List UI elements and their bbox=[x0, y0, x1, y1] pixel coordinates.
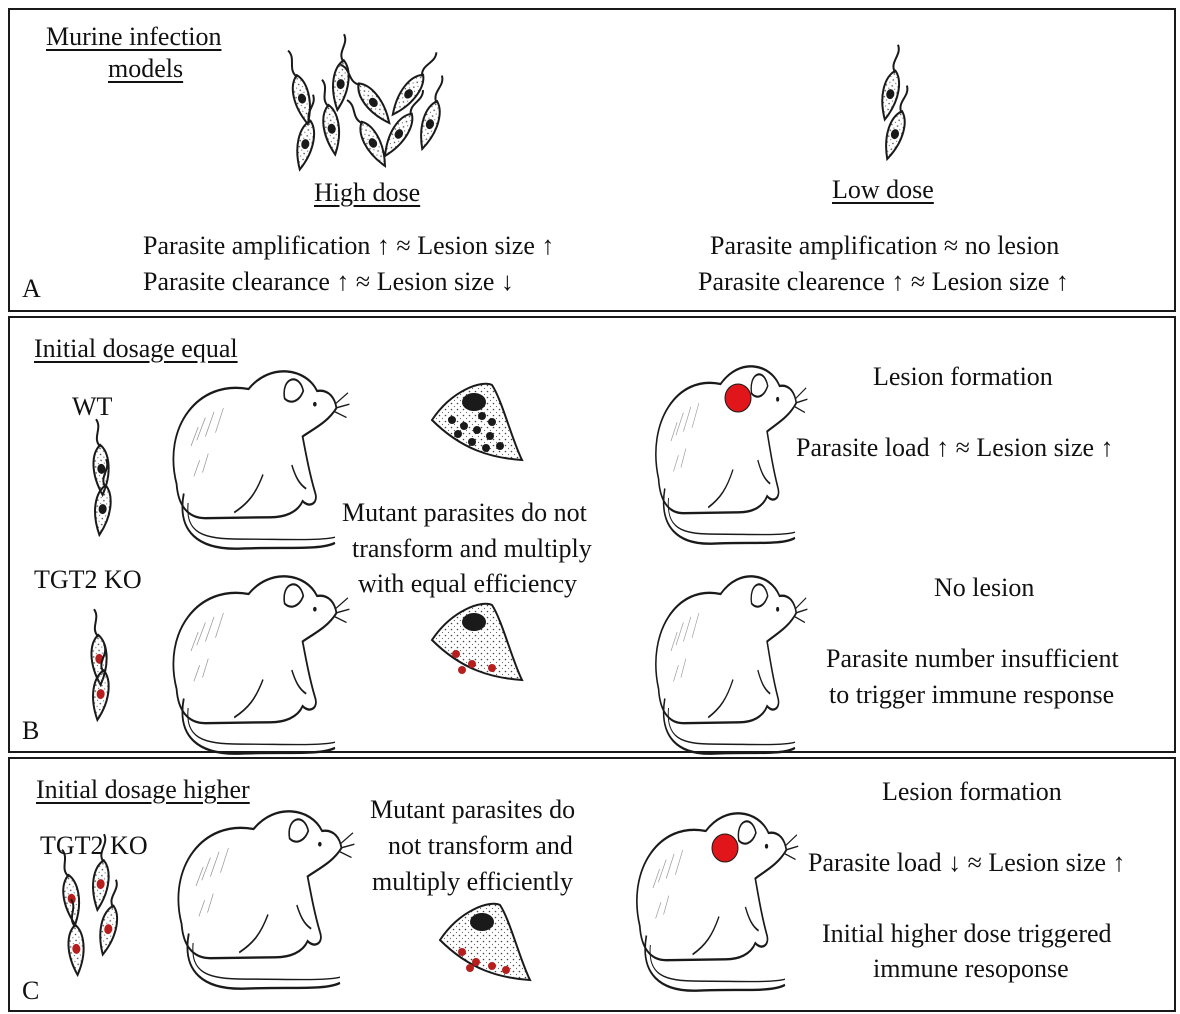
panel-c-heading: Initial dosage higher bbox=[36, 773, 250, 807]
macrophage-icon bbox=[440, 904, 530, 980]
high-dose-line1: Parasite amplification ↑ ≈ Lesion size ↑ bbox=[143, 229, 554, 263]
panel-c-middle-line1: Mutant parasites do bbox=[370, 793, 575, 827]
lesion-icon bbox=[725, 384, 751, 412]
panel-c-middle-line3: multiply efficiently bbox=[372, 865, 573, 899]
panel-c-outcome-text: Parasite load ↓ ≈ Lesion size ↑ bbox=[808, 846, 1126, 880]
macrophage-icon bbox=[432, 604, 522, 680]
ko-label: TGT2 KO bbox=[34, 563, 142, 597]
panel-b-letter: B bbox=[22, 716, 39, 746]
high-dose-label: High dose bbox=[314, 176, 420, 210]
high-dose-promastigotes bbox=[282, 34, 450, 171]
panel-a-letter: A bbox=[22, 274, 41, 304]
wt-label: WT bbox=[72, 390, 112, 424]
ko-promastigotes bbox=[87, 608, 112, 720]
panel-c-ko-label: TGT2 KO bbox=[40, 829, 148, 863]
lesion-icon bbox=[712, 834, 738, 862]
low-dose-promastigotes bbox=[878, 44, 915, 162]
panel-a-heading-line1: Murine infection bbox=[46, 20, 221, 54]
high-dose-line2: Parasite clearance ↑ ≈ Lesion size ↓ bbox=[143, 265, 514, 299]
low-dose-label: Low dose bbox=[832, 173, 934, 207]
low-dose-line2: Parasite clearence ↑ ≈ Lesion size ↑ bbox=[698, 265, 1069, 299]
ko-outcome-line1: Parasite number insufficient bbox=[826, 642, 1119, 676]
middle-line3: with equal efficiency bbox=[358, 567, 577, 601]
mouse-icon bbox=[178, 811, 354, 988]
panel-a-heading-line2: models bbox=[108, 52, 183, 86]
wt-outcome-title: Lesion formation bbox=[873, 360, 1053, 394]
wt-promastigotes bbox=[89, 418, 114, 535]
middle-line1: Mutant parasites do not bbox=[342, 496, 587, 530]
macrophage-icon bbox=[432, 384, 522, 460]
wt-outcome-text: Parasite load ↑ ≈ Lesion size ↑ bbox=[796, 431, 1114, 465]
panel-b-heading: Initial dosage equal bbox=[34, 332, 238, 366]
panel-c-outcome-title: Lesion formation bbox=[882, 775, 1062, 809]
mouse-icon bbox=[173, 576, 349, 753]
panel-c-outcome-line2: immune resoponse bbox=[873, 952, 1069, 986]
panel-c-middle-line2: not transform and bbox=[388, 829, 573, 863]
panel-c-letter: C bbox=[22, 976, 39, 1006]
ko-outcome-title: No lesion bbox=[934, 571, 1034, 605]
mouse-icon bbox=[656, 576, 808, 753]
mouse-icon bbox=[173, 371, 349, 548]
ko-outcome-line2: to trigger immune response bbox=[829, 678, 1114, 712]
panel-c-outcome-line1: Initial higher dose triggered bbox=[822, 917, 1112, 951]
low-dose-line1: Parasite amplification ≈ no lesion bbox=[710, 229, 1059, 263]
middle-line2: transform and multiply bbox=[352, 532, 592, 566]
